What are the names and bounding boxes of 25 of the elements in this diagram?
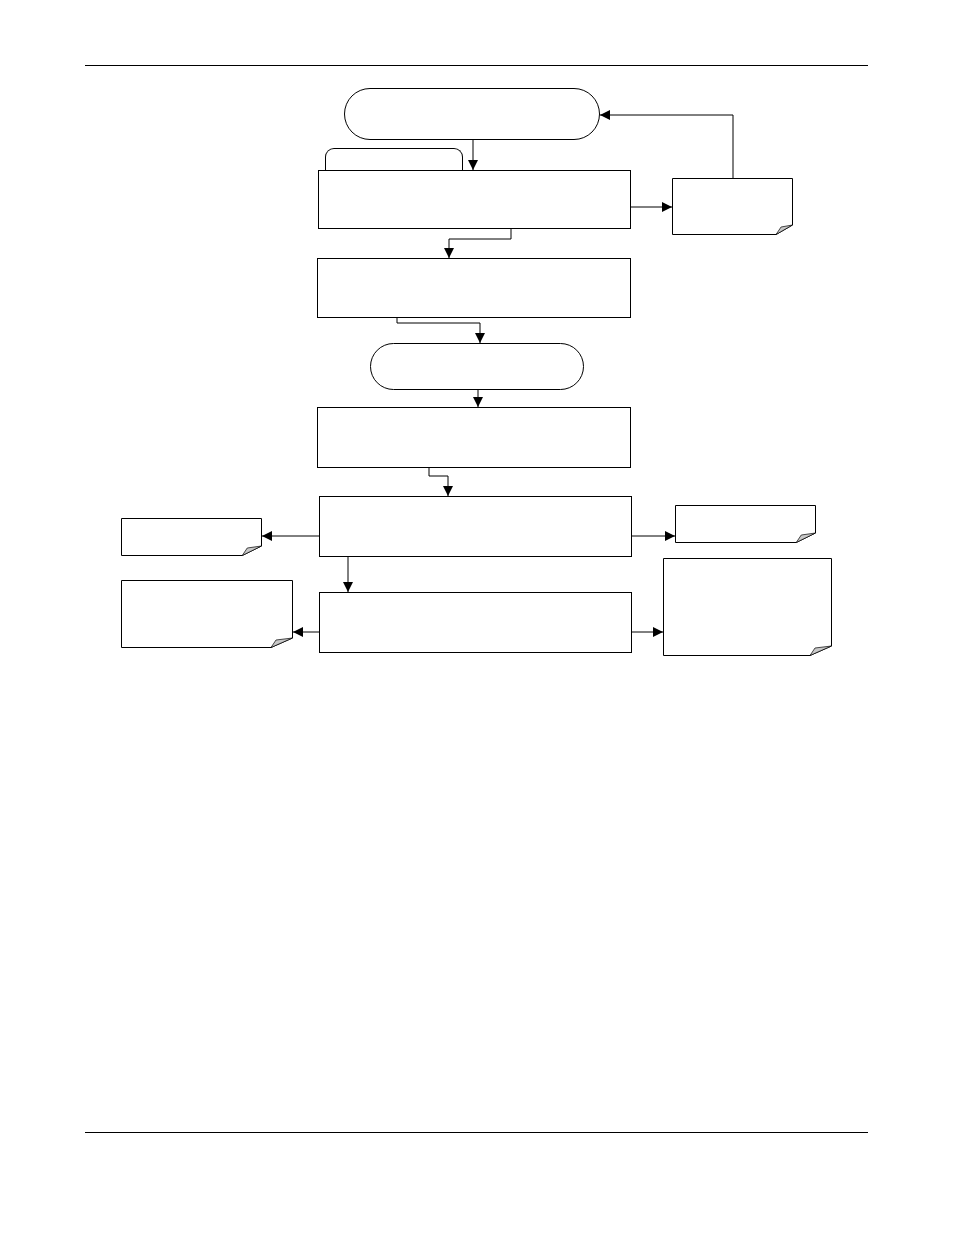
note-shape (121, 518, 262, 556)
arrow (292, 627, 320, 637)
arrow (468, 139, 478, 171)
arrow (343, 556, 353, 593)
arrow (599, 110, 734, 179)
terminator-pill (370, 343, 584, 390)
process-box (317, 407, 631, 468)
process-box (318, 170, 631, 229)
note-shape (675, 505, 816, 543)
arrow (396, 317, 485, 344)
process-box (319, 592, 632, 653)
note-shape (672, 178, 793, 235)
process-box (317, 258, 631, 318)
arrow (261, 531, 320, 541)
arrow (631, 627, 664, 637)
folder-tab (325, 148, 463, 170)
arrow (630, 202, 673, 212)
arrow (428, 467, 453, 497)
note-shape (121, 580, 293, 648)
process-box (319, 496, 632, 557)
arrow (444, 228, 512, 259)
terminator-pill (344, 88, 600, 140)
note-shape (663, 558, 832, 656)
arrow (631, 531, 676, 541)
arrow (473, 389, 483, 408)
